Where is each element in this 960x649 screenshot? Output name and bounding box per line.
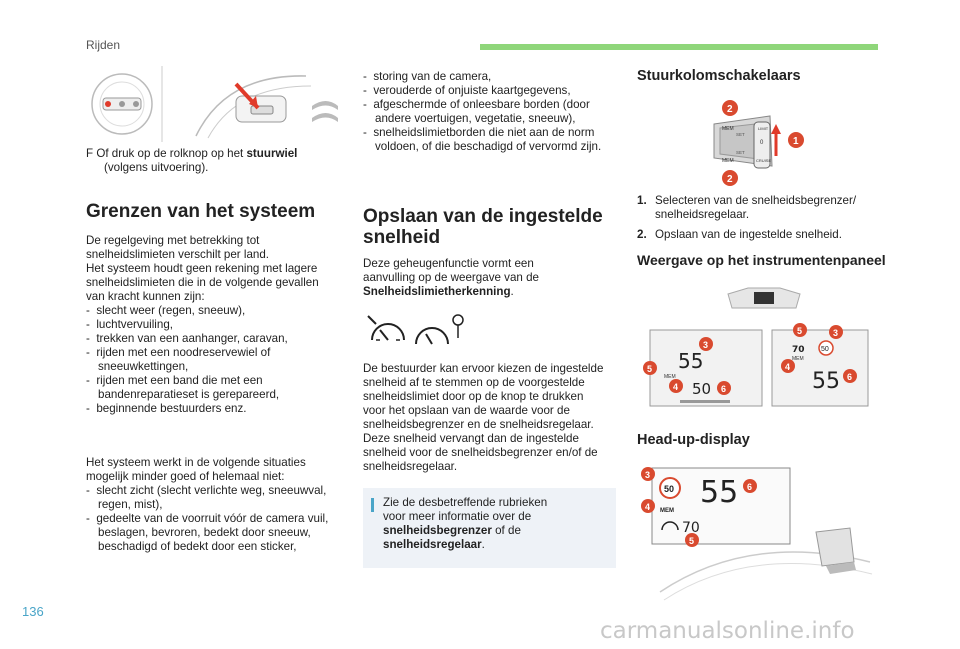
svg-text:4: 4 xyxy=(645,502,650,512)
svg-text:4: 4 xyxy=(673,382,678,392)
svg-text:CRUISE: CRUISE xyxy=(756,158,771,163)
svg-text:3: 3 xyxy=(833,328,838,338)
limits-intro: De regelgeving met betrekking tot snelhe… xyxy=(86,234,348,416)
list-item: - rijden met een noodreservewiel of snee… xyxy=(86,346,271,373)
svg-text:3: 3 xyxy=(645,470,650,480)
list-item: 1. Selecteren van de snelheidsbegrenzer/… xyxy=(637,194,857,221)
svg-text:MEM: MEM xyxy=(660,508,674,514)
info-marker-icon xyxy=(371,498,374,512)
svg-text:2: 2 xyxy=(727,174,733,185)
page-number: 136 xyxy=(22,604,44,619)
svg-text:5: 5 xyxy=(689,536,694,546)
store-intro: Deze geheugenfunctie vormt een aanvullin… xyxy=(363,257,539,298)
svg-text:55: 55 xyxy=(700,475,738,510)
svg-text:5: 5 xyxy=(797,326,802,336)
info-note: Zie de desbetreffende rubrieken voor mee… xyxy=(363,488,616,568)
stalk-heading: Stuurkolomschakelaars xyxy=(637,68,801,84)
svg-text:55: 55 xyxy=(812,369,840,394)
svg-text:MEM: MEM xyxy=(722,158,734,164)
svg-text:4: 4 xyxy=(785,362,790,372)
svg-text:70: 70 xyxy=(682,520,700,536)
press-instruction: F Of druk op de rolknop op het stuurwiel… xyxy=(86,147,298,174)
svg-text:6: 6 xyxy=(847,372,852,382)
speed-memory-icons xyxy=(366,310,466,356)
svg-text:MEM: MEM xyxy=(722,126,734,132)
limits-heading: Grenzen van het systeem xyxy=(86,201,316,222)
svg-text:50: 50 xyxy=(664,484,674,494)
svg-text:70: 70 xyxy=(792,345,805,355)
limitations-list: - storing van de camera, - verouderde of… xyxy=(363,70,619,154)
instrument-panel-figure: 55 MEM 50 70 MEM 50 55 3 5 4 6 5 3 4 6 xyxy=(640,282,870,410)
svg-text:SET: SET xyxy=(736,150,745,155)
store-speed-heading: Opslaan van de ingestelde snelheid xyxy=(363,206,603,248)
list-item: - gedeelte van de voorruit vóór de camer… xyxy=(86,512,329,553)
list-item: - storing van de camera, xyxy=(363,70,492,83)
list-item: - rijden met een band die met een banden… xyxy=(86,374,280,401)
svg-text:5: 5 xyxy=(647,364,652,374)
section-title: Rijden xyxy=(86,38,121,52)
list-item: - beginnende bestuurders enz. xyxy=(86,402,247,415)
list-item: - slecht zicht (slecht verlichte weg, sn… xyxy=(86,484,327,511)
list-item: - verouderde of onjuiste kaartgegevens, xyxy=(363,84,571,97)
list-item: - luchtvervuiling, xyxy=(86,318,173,331)
bullet-icon: F xyxy=(86,147,97,160)
steering-wheel-figure xyxy=(86,66,354,142)
cluster-heading: Weergave op het instrumentenpaneel xyxy=(637,252,886,268)
list-item: - snelheidslimietborden die niet aan de … xyxy=(363,126,602,153)
stalk-list: 1. Selecteren van de snelheidsbegrenzer/… xyxy=(637,194,877,242)
svg-text:MEM: MEM xyxy=(664,374,676,380)
list-item: - slecht weer (regen, sneeuw), xyxy=(86,304,246,317)
svg-text:6: 6 xyxy=(747,482,752,492)
svg-text:1: 1 xyxy=(793,136,799,147)
svg-text:3: 3 xyxy=(703,340,708,350)
list-item: - afgeschermde of onleesbare borden (doo… xyxy=(363,98,590,125)
svg-text:2: 2 xyxy=(727,104,733,115)
header-accent-bar xyxy=(480,44,878,50)
svg-text:50: 50 xyxy=(821,346,829,353)
limits-conditions: Het systeem werkt in de volgende situati… xyxy=(86,456,348,554)
svg-text:6: 6 xyxy=(721,384,726,394)
svg-text:LIMIT: LIMIT xyxy=(758,126,769,131)
svg-text:MEM: MEM xyxy=(792,356,804,362)
watermark: carmanualsonline.info xyxy=(600,618,855,644)
svg-text:55: 55 xyxy=(678,349,703,373)
hud-heading: Head-up-display xyxy=(637,432,750,448)
svg-text:SET: SET xyxy=(736,132,745,137)
svg-text:50: 50 xyxy=(692,380,711,398)
svg-text:0: 0 xyxy=(760,140,764,146)
list-item: 2. Opslaan van de ingestelde snelheid. xyxy=(637,228,842,241)
stalk-figure: MEM SET SET MEM LIMIT 0 CRUISE 1 2 2 xyxy=(700,96,810,188)
head-up-display-figure: 50 55 MEM 70 3 4 6 5 xyxy=(640,462,880,602)
store-explanation: De bestuurder kan ervoor kiezen de inges… xyxy=(363,362,604,473)
list-item: - trekken van een aanhanger, caravan, xyxy=(86,332,288,345)
